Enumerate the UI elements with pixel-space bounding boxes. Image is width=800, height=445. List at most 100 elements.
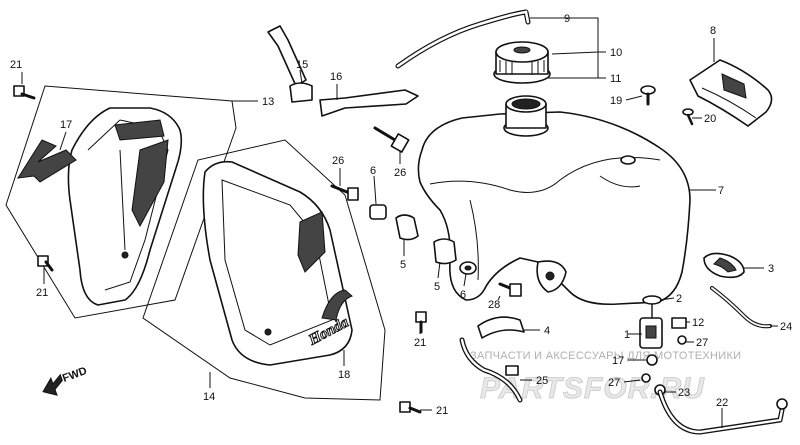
bolt-28a-head: [347, 187, 359, 201]
leader-28b: [497, 295, 501, 301]
tank-mount-boss: [620, 155, 636, 165]
callout-11: 11: [610, 73, 621, 85]
fwd-label: FWD: [61, 365, 89, 385]
callout-18: 18: [338, 369, 350, 381]
bolt-26: [373, 126, 410, 153]
cushion-5a: [395, 214, 419, 241]
watermark-caption: ЗАПЧАСТИ И АКСЕССУАРЫ ДЛЯ МОТОТЕХНИКИ: [470, 350, 741, 362]
left-shroud-rib: [119, 149, 126, 251]
leader-6a: [373, 175, 377, 205]
screw-21b-shank: [44, 260, 54, 272]
screw-12: [671, 317, 687, 329]
callout-5a: 5: [400, 259, 406, 271]
callout-12: 12: [692, 317, 704, 329]
nipple-17b: [646, 354, 658, 366]
callout-8: 8: [710, 25, 716, 37]
bolt-19: [640, 85, 656, 106]
callout-26b: 26: [332, 155, 344, 167]
bolt-26-head: [390, 133, 410, 153]
bracket-rubber: [289, 82, 313, 103]
right-shroud-outline: [142, 139, 386, 401]
fuel-tube-inner: [658, 390, 784, 434]
right-shroud-vent: [297, 211, 326, 273]
leader-lines: [21, 17, 778, 428]
callout-14: 14: [203, 391, 215, 403]
callout-27b: 27: [608, 377, 620, 389]
o-ring-2: [642, 295, 662, 305]
tank-mount-hole: [545, 271, 555, 281]
callout-3: 3: [768, 263, 774, 275]
callout-16: 16: [330, 71, 342, 83]
left-shroud-inner: [87, 119, 169, 291]
callout-9: 9: [564, 13, 570, 25]
callout-19: 19: [610, 95, 622, 107]
callout-5b: 5: [434, 281, 440, 293]
leader-15: [299, 69, 303, 85]
screw-21b: [37, 255, 54, 272]
callout-21d: 21: [436, 405, 448, 417]
leader-6b: [463, 273, 467, 287]
right-shroud-inner: [221, 179, 333, 346]
callout-20: 20: [704, 113, 716, 125]
upper-bracket: [267, 25, 307, 87]
overflow-tube-inner: [711, 287, 771, 328]
screw-21a: [13, 85, 36, 100]
callout-6b: 6: [460, 289, 466, 301]
cushion-5b: [433, 238, 457, 265]
fuel-cap: [493, 41, 551, 84]
leader-5b: [437, 261, 441, 279]
screw-20-shank: [686, 113, 694, 126]
callout-6a: 6: [370, 165, 376, 177]
callout-17b: 17: [612, 355, 624, 367]
screw-20: [682, 108, 694, 126]
leader-2: [659, 297, 675, 301]
drain-clip: [505, 365, 519, 376]
fwd-indicator: FWD: [42, 365, 89, 396]
band-8: [689, 59, 773, 127]
screw-21d-head: [399, 401, 411, 413]
washer-27a: [677, 335, 687, 345]
band-ridge: [701, 87, 757, 119]
filler-opening: [511, 98, 541, 110]
left-shroud-group: [5, 85, 237, 319]
bolt-28b: [498, 282, 522, 297]
callout-23: 23: [678, 387, 690, 399]
callout-25: 25: [536, 375, 548, 387]
screw-21a-shank: [20, 92, 36, 100]
watermark: ЗАПЧАСТИ И АКСЕССУАРЫ ДЛЯ МОТОТЕХНИКИ PA…: [470, 350, 741, 405]
callout-24: 24: [780, 321, 792, 333]
rubber-strap-shade: [713, 257, 737, 273]
tube-clip: [776, 398, 788, 410]
left-shroud-grommet: [121, 251, 129, 259]
collar-6b-hole: [464, 265, 472, 271]
leader-17a: [59, 131, 67, 151]
callout-27a: 27: [696, 337, 708, 349]
fuel-tank: [417, 95, 691, 306]
callout-4: 4: [544, 325, 550, 337]
fuel-cock-lever: [645, 325, 657, 339]
callout-28: 28: [488, 299, 500, 311]
callout-17a: 17: [60, 119, 72, 131]
callout-21c: 21: [414, 337, 426, 349]
right-shroud-grommet: [264, 328, 272, 336]
callout-26a: 26: [394, 167, 406, 179]
washer-27b: [641, 373, 651, 383]
leader-19: [625, 95, 643, 101]
callout-21a: 21: [10, 59, 22, 71]
callout-7: 7: [718, 185, 724, 197]
drain-tube-inner: [460, 338, 522, 402]
fwd-arrow-icon: [42, 373, 63, 396]
callout-labels: 1 2 3 4 5 5 6 6 7 8 9 10 11 12 13 14 15 …: [10, 13, 792, 417]
left-shroud-outline: [5, 85, 237, 319]
lower-bracket: [319, 89, 419, 117]
wing-mark: [321, 289, 353, 321]
screw-21b-head: [37, 255, 49, 267]
screw-21d-shank: [408, 406, 422, 414]
tank-ridge: [429, 157, 661, 193]
left-shroud-vent: [131, 139, 169, 228]
screw-21d: [399, 401, 422, 414]
screw-21c: [415, 311, 427, 334]
callout-13: 13: [262, 96, 274, 108]
callout-2: 2: [676, 293, 682, 305]
leader-27b: [623, 379, 641, 383]
